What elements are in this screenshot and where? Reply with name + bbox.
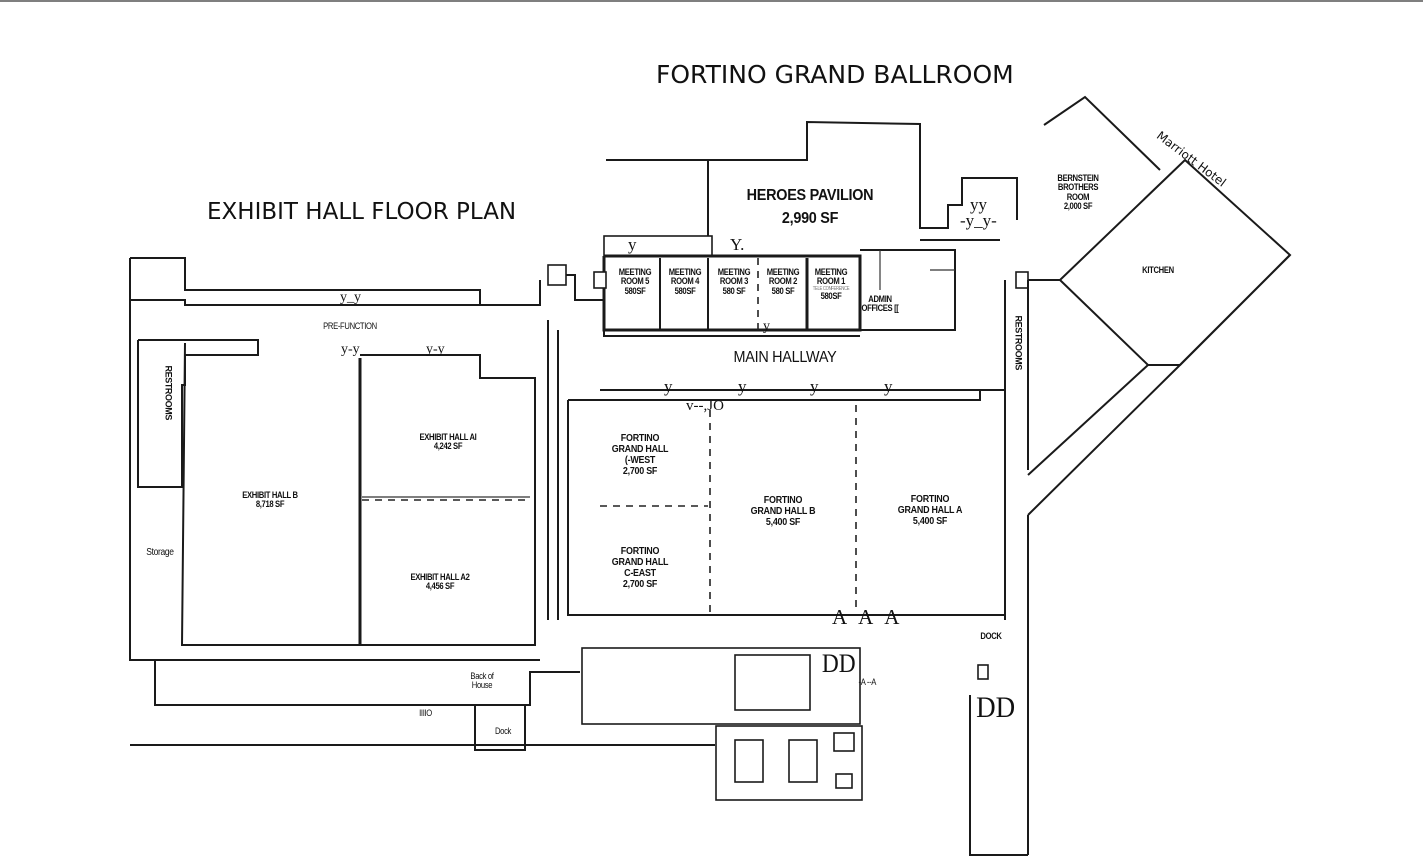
exhibit-b-wall (180, 342, 536, 646)
admin-offices-wall (860, 249, 956, 331)
storage-label: Storage (146, 547, 174, 558)
y-grand-hall-1: y (664, 377, 673, 396)
loading-block (581, 647, 861, 725)
y-grand-hall-3: y (810, 377, 819, 396)
heroes-pavilion: HEROES PAVILION 2,990 SF (746, 187, 874, 227)
restroom-wall (137, 339, 259, 488)
bottom-room-4 (835, 773, 853, 789)
tele-conference-label: TELE CONFERENCE (812, 285, 850, 292)
hallway-top-wall (560, 274, 860, 337)
a-small-mark: -A --A (858, 677, 877, 687)
yy-mark-top: yy (970, 195, 987, 214)
dock-post (977, 664, 989, 680)
y-door-1: y (628, 235, 637, 254)
prefunction-inner-wall (130, 299, 480, 306)
dock-corridor (969, 695, 1028, 856)
yy-mark-top2: -y_y- (960, 211, 997, 230)
bernstein-wall (1043, 95, 1161, 171)
meeting-top-bar (603, 235, 713, 257)
bernstein-room: BERNSTEIN BROTHERS ROOM 2,000 SF (1057, 173, 1099, 212)
prefunction-top-wall (130, 257, 541, 306)
bottom-room-3 (833, 732, 855, 752)
exhibit-outer-wall (129, 258, 540, 661)
kitchen-lower-wall (1027, 364, 1149, 476)
small-box-3 (1015, 271, 1029, 289)
dd-mark-1: DD (821, 649, 856, 678)
bottom-room-1 (734, 739, 764, 783)
ballroom-title: FORTINO GRAND BALLROOM (656, 60, 1014, 89)
y-door-2: Y. (730, 235, 745, 254)
dock-right: DOCK (980, 631, 1002, 641)
small-box-1 (547, 264, 567, 286)
y-exhibit-1: y-y (341, 342, 360, 357)
io-mark: IIIIO (419, 708, 432, 718)
dock-left: Dock (494, 726, 512, 736)
back-of-house-wall (154, 660, 580, 706)
dd-mark-2: DD (976, 691, 1016, 724)
stair-block (734, 654, 811, 711)
dock-left-box (474, 705, 526, 751)
bottom-room-2 (788, 739, 818, 783)
kitchen-outer-wall (1027, 254, 1291, 516)
y-exhibit-2: y-y (426, 342, 445, 357)
y-grand-hall-4: y (884, 377, 893, 396)
restrooms-right: RESTROOMS (1013, 315, 1024, 370)
restrooms-left: RESTROOMS (163, 365, 174, 420)
aaa-mark: A A A (832, 605, 904, 629)
y-grand-hall-2: y (738, 377, 747, 396)
main-hallway-label: MAIN HALLWAY (733, 349, 837, 366)
pre-function-label: PRE-FUNCTION (323, 321, 377, 331)
y-hallway: y (763, 319, 770, 334)
y-prefunction: y_y (340, 290, 361, 305)
grand-hall-outline (567, 389, 1006, 616)
kitchen-label: KITCHEN (1142, 265, 1174, 275)
vjo-mark: v--,JO (686, 398, 724, 414)
exhibit-title: EXHIBIT HALL FLOOR PLAN (207, 199, 517, 225)
small-box-2 (593, 271, 607, 289)
